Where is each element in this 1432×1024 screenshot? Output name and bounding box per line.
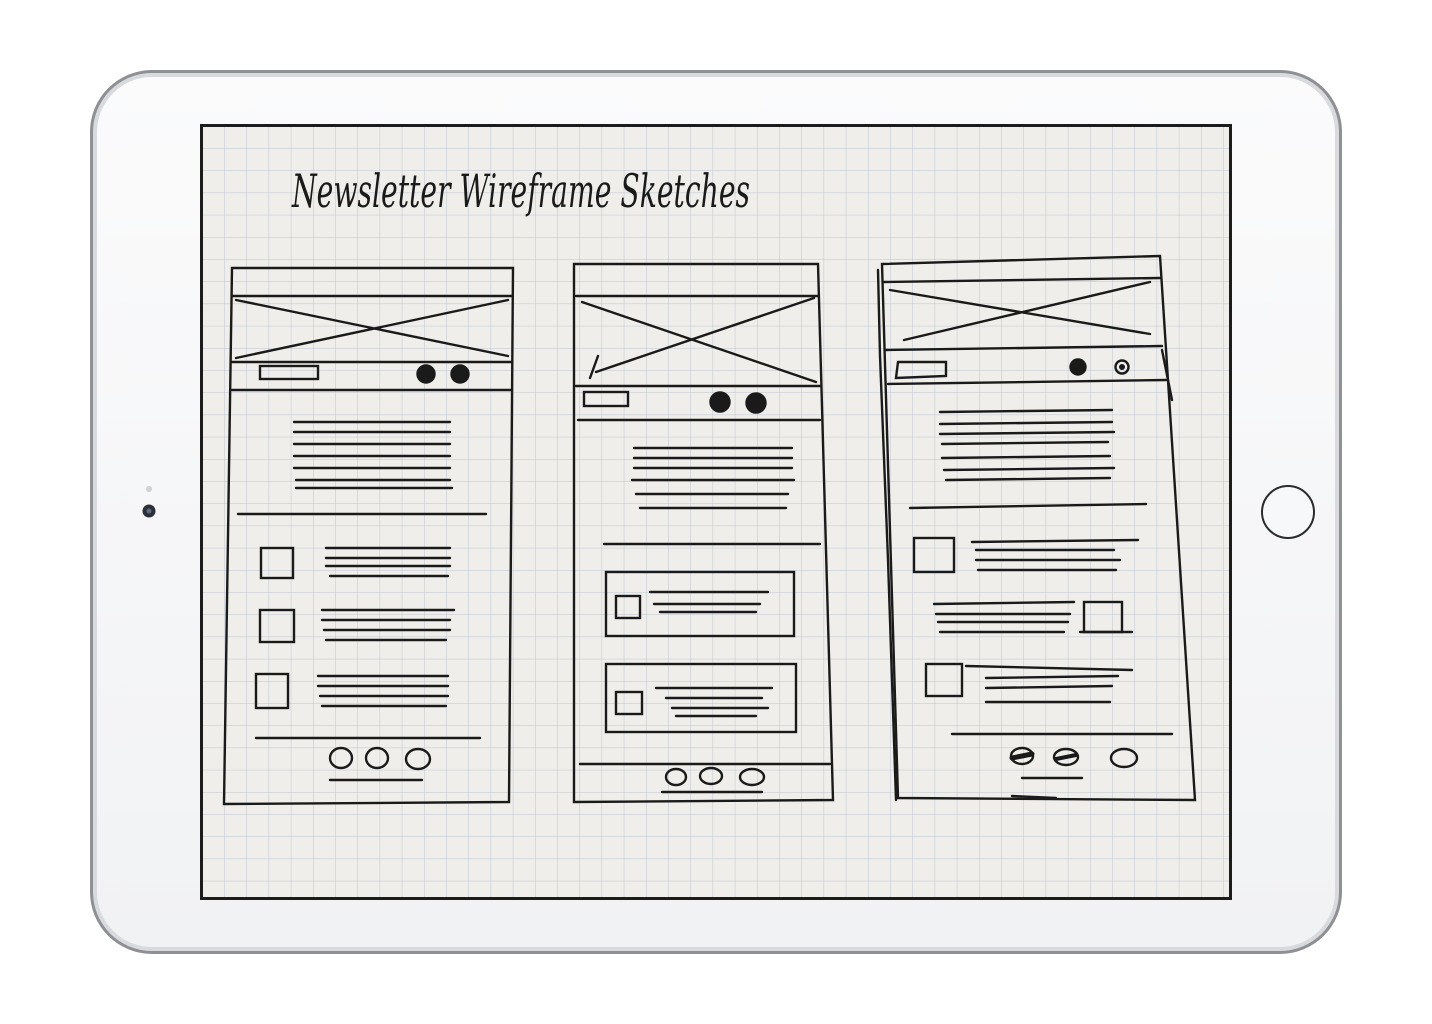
footer-social-icons: [664, 766, 766, 787]
wireframe-1: [222, 266, 515, 806]
wireframe-3: [876, 254, 1197, 802]
list-item: [258, 608, 456, 644]
body-text-lines: [292, 420, 454, 490]
wireframe-2: [572, 262, 835, 804]
footer-social-icons: [328, 746, 432, 771]
card-item: [604, 570, 796, 638]
hero-image-placeholder: [888, 280, 1152, 342]
home-button[interactable]: [1261, 485, 1315, 539]
hero-image-placeholder: [580, 296, 818, 384]
social-icon: [745, 392, 767, 414]
list-item: [912, 536, 1140, 574]
card-item: [604, 662, 798, 734]
social-icon: [1114, 359, 1130, 375]
social-icon: [709, 391, 731, 413]
body-text-lines: [938, 408, 1116, 482]
social-icon: [1069, 358, 1087, 376]
sketch-title: Newsletter Wireframe Sketches: [291, 164, 750, 218]
logo-placeholder: [582, 390, 630, 408]
list-item: [932, 600, 1134, 634]
footer-social-icons: [1009, 746, 1139, 769]
body-text-lines: [630, 446, 796, 510]
list-item: [254, 672, 450, 710]
social-icon: [450, 364, 470, 384]
list-item: [924, 662, 1134, 704]
hero-image-placeholder: [234, 298, 510, 360]
logo-placeholder: [894, 360, 948, 380]
list-item: [259, 546, 452, 580]
front-camera: [142, 486, 156, 518]
logo-placeholder: [258, 364, 320, 381]
social-icon: [416, 364, 436, 384]
